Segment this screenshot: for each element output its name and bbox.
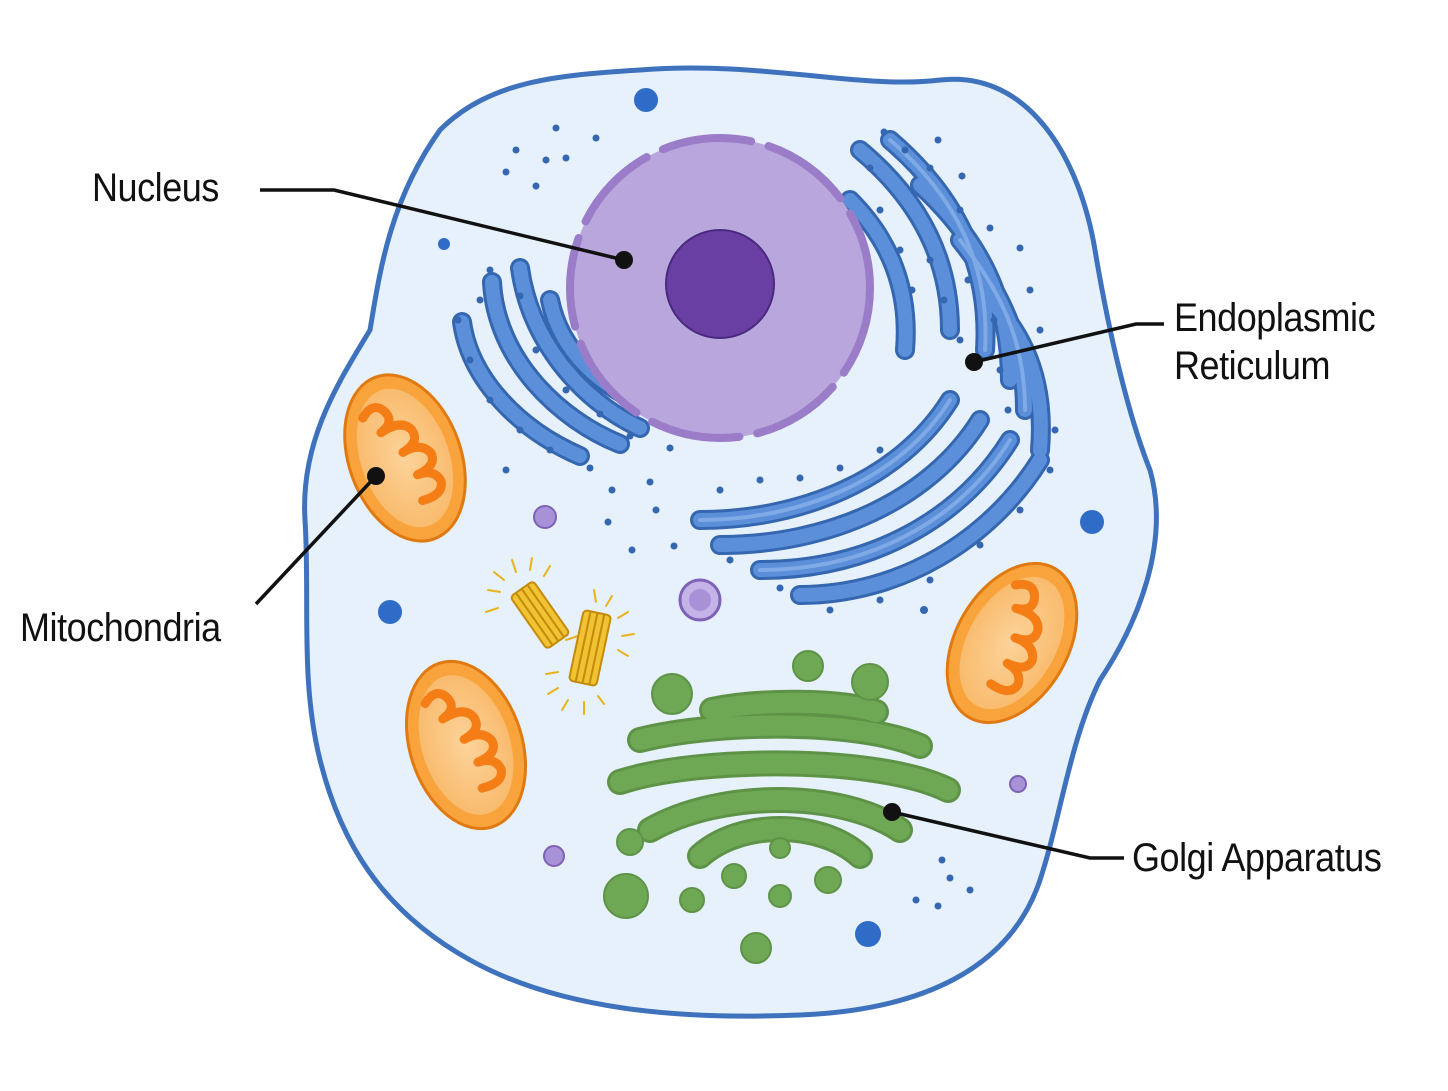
label-golgi-apparatus: Golgi Apparatus: [1132, 836, 1382, 880]
label-mitochondria: Mitochondria: [20, 606, 221, 650]
ribosomes: [454, 124, 1059, 910]
label-nucleus: Nucleus: [92, 166, 219, 210]
centrioles: [485, 557, 635, 715]
vesicles: [378, 88, 1104, 947]
leader-line-nucleus: [260, 188, 625, 262]
label-er-line2: Reticulum: [1174, 344, 1331, 388]
golgi-vesicles: [603, 650, 889, 964]
nucleus: [566, 134, 874, 442]
leader-line-mitochondria: [254, 474, 378, 606]
mitochondrion-right: [945, 561, 1079, 725]
leader-line-golgi: [891, 810, 1124, 860]
leader-dot-nucleus: [615, 251, 633, 269]
leader-lines: [254, 188, 1164, 860]
golgi-apparatus: [607, 689, 961, 869]
leader-dot-er: [965, 353, 983, 371]
mitochondrion-left-upper: [343, 373, 467, 543]
leader-dots: [367, 251, 983, 821]
leader-dot-golgi: [883, 803, 901, 821]
leader-dot-mitochondria: [367, 467, 385, 485]
mitochondrion-left-lower: [404, 659, 528, 831]
endoplasmic-reticulum: [452, 130, 1051, 605]
label-er-line1: Endoplasmic: [1174, 296, 1376, 340]
label-endoplasmic-reticulum: Endoplasmic Reticulum: [1174, 294, 1376, 390]
leader-line-er: [973, 322, 1164, 364]
